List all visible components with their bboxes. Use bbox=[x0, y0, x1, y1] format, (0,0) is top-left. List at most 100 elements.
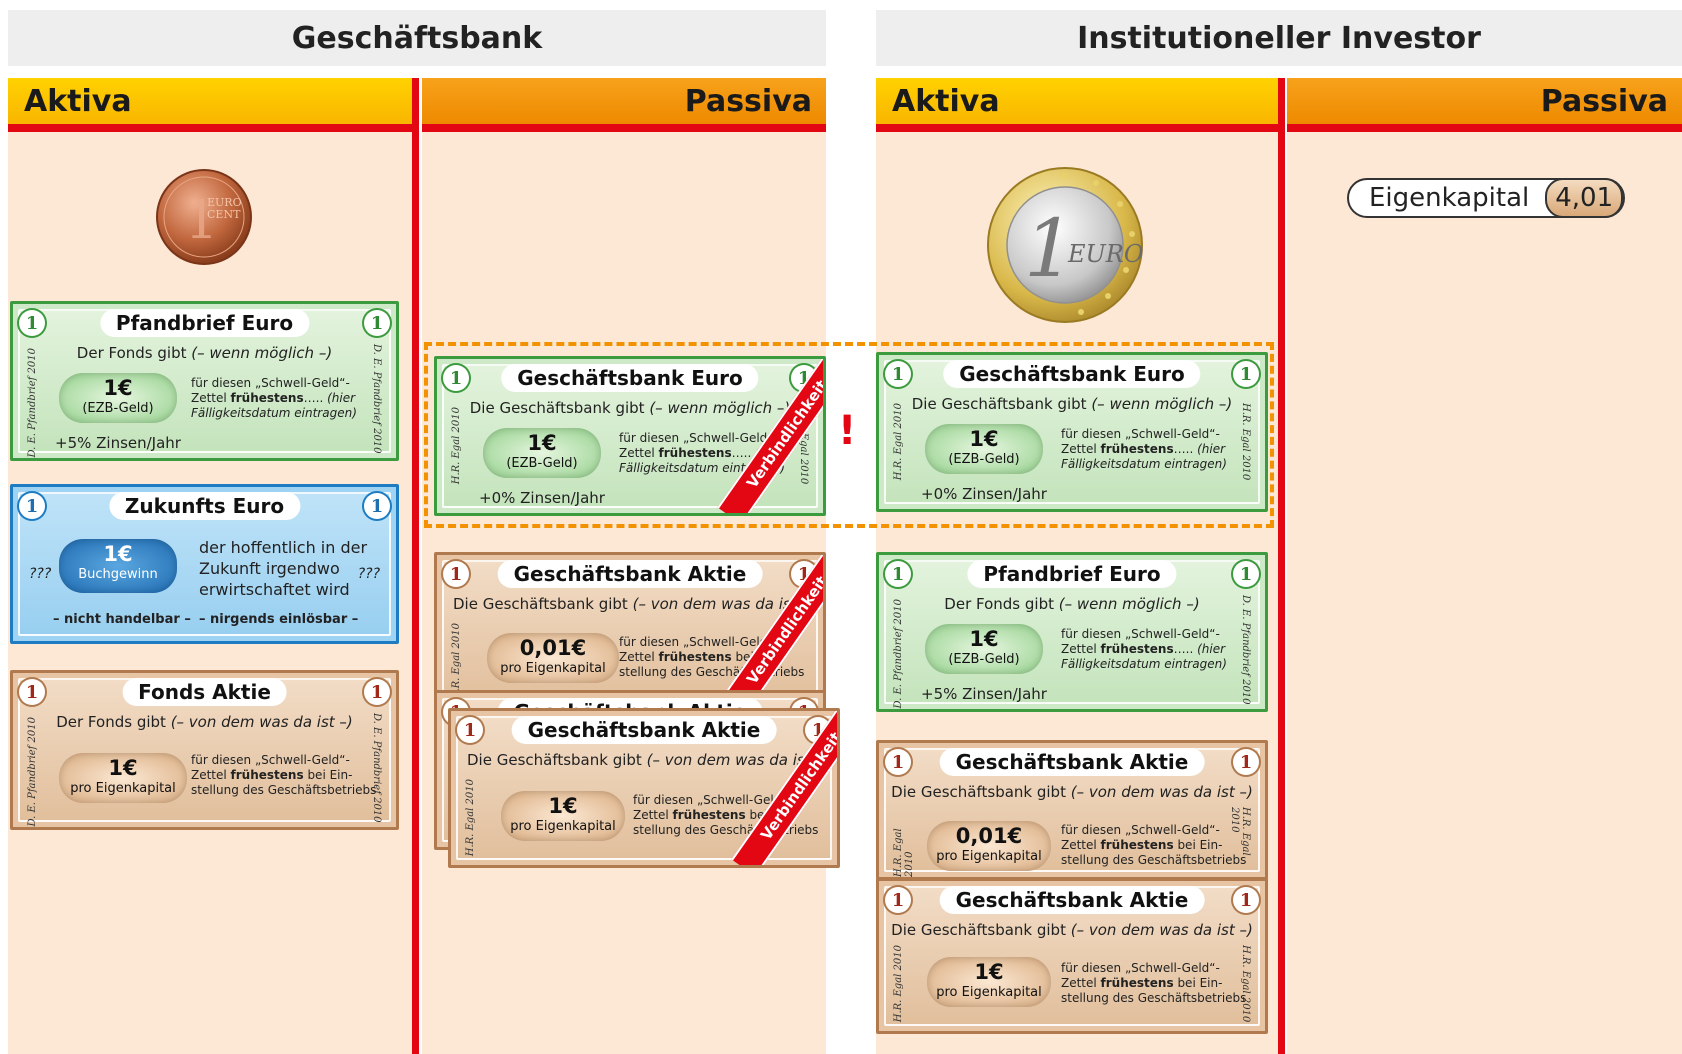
note-description: Die Geschäftsbank gibt (– von dem was da… bbox=[467, 751, 829, 769]
geschaeftsbank-aktie-note: 1 1 Geschäftsbank Aktie Die Geschäftsban… bbox=[448, 708, 840, 868]
fonds-aktie-note: 1 1 Fonds Aktie Der Fonds gibt (– von de… bbox=[10, 670, 399, 830]
note-number: 1 bbox=[364, 310, 390, 336]
note-description: Die Geschäftsbank gibt (– von dem was da… bbox=[891, 783, 1253, 801]
note-number: 1 bbox=[885, 361, 911, 387]
signature: H.R. Egal 2010 bbox=[1240, 945, 1251, 1023]
note-fine-print: für diesen „Schwell-Geld“- Zettel frühes… bbox=[1061, 427, 1227, 471]
header-title: Institutioneller Investor bbox=[1077, 20, 1481, 56]
note-number: 1 bbox=[1233, 361, 1259, 387]
svg-text:CENT: CENT bbox=[207, 208, 241, 221]
note-number: 1 bbox=[885, 749, 911, 775]
note-number: 1 bbox=[457, 717, 483, 743]
note-title: Geschäftsbank Aktie bbox=[497, 560, 763, 588]
right-aktiva-head: Aktiva bbox=[876, 78, 1280, 132]
passiva-label: Passiva bbox=[684, 83, 812, 119]
value-pill: 1€pro Eigenkapital bbox=[501, 791, 625, 841]
note-text: der hoffentlich in der Zukunft irgendwo … bbox=[199, 538, 368, 599]
passiva-label: Passiva bbox=[1540, 83, 1668, 119]
note-number: 1 bbox=[443, 561, 469, 587]
signature: D. E. Pfandbrief 2010 bbox=[371, 344, 382, 454]
note-number: 1 bbox=[19, 493, 45, 519]
note-number: 1 bbox=[885, 561, 911, 587]
pfandbrief-euro-note: 1 1 Pfandbrief Euro Der Fonds gibt (– we… bbox=[876, 552, 1268, 712]
note-fine-print: für diesen „Schwell-Geld“- Zettel frühes… bbox=[191, 376, 357, 420]
note-number: 1 bbox=[1233, 561, 1259, 587]
note-title: Pfandbrief Euro bbox=[99, 309, 310, 337]
interest-rate: +5% Zinsen/Jahr bbox=[921, 685, 1047, 703]
exclamation-mark: ! bbox=[838, 408, 857, 454]
divider-left bbox=[412, 78, 419, 1054]
right-passiva-head: Passiva bbox=[1287, 78, 1682, 132]
note-fine-print: für diesen „Schwell-Geld“- Zettel frühes… bbox=[191, 753, 377, 797]
value-pill: 0,01€pro Eigenkapital bbox=[487, 633, 619, 683]
value-pill: 1€(EZB-Geld) bbox=[59, 373, 177, 423]
note-footer: – nirgends einlösbar – bbox=[199, 612, 359, 627]
signature: D. E. Pfandbrief 2010 bbox=[371, 713, 382, 823]
geschaeftsbank-euro-note: 1 1 Geschäftsbank Euro Die Geschäftsbank… bbox=[876, 352, 1268, 512]
note-fine-print: für diesen „Schwell-Geld“- Zettel frühes… bbox=[1061, 823, 1247, 867]
signature: H.R. Egal 2010 bbox=[798, 407, 809, 485]
header-investor: Institutioneller Investor bbox=[876, 10, 1682, 66]
left-edge bbox=[0, 132, 8, 1054]
divider-right bbox=[1278, 78, 1285, 1054]
interest-rate: +5% Zinsen/Jahr bbox=[55, 434, 181, 452]
signature: H.R. Egal 2010 bbox=[893, 945, 904, 1023]
signature: H.R. Egal 2010 bbox=[893, 828, 915, 877]
signature: D. E. Pfandbrief 2010 bbox=[27, 717, 38, 827]
note-description: Der Fonds gibt (– wenn möglich –) bbox=[76, 344, 333, 362]
note-title: Geschäftsbank Euro bbox=[501, 364, 759, 392]
note-description: Die Geschäftsbank gibt (– von dem was da… bbox=[891, 921, 1253, 939]
left-aktiva-head: Aktiva bbox=[8, 78, 415, 132]
euro-coin-icon: 1 EURO bbox=[987, 167, 1144, 323]
value-pill: 1€(EZB-Geld) bbox=[925, 624, 1043, 674]
signature: H.R. Egal 2010 bbox=[465, 779, 476, 857]
note-title: Geschäftsbank Aktie bbox=[511, 716, 777, 744]
left-passiva-head: Passiva bbox=[422, 78, 826, 132]
aktiva-label: Aktiva bbox=[24, 83, 132, 119]
question-marks: ??? bbox=[357, 566, 380, 582]
svg-text:1: 1 bbox=[1024, 202, 1075, 295]
note-title: Geschäftsbank Aktie bbox=[939, 886, 1205, 914]
question-marks: ??? bbox=[29, 566, 52, 582]
note-number: 1 bbox=[443, 365, 469, 391]
note-title: Geschäftsbank Euro bbox=[943, 360, 1201, 388]
signature: H.R. Egal 2010 bbox=[451, 407, 462, 485]
eigenkapital-label: Eigenkapital bbox=[1369, 183, 1530, 213]
note-title: Fonds Aktie bbox=[122, 678, 287, 706]
note-number: 1 bbox=[364, 679, 390, 705]
value-pill: 1€pro Eigenkapital bbox=[927, 957, 1051, 1007]
value-pill: 0,01€pro Eigenkapital bbox=[927, 821, 1051, 871]
note-title: Geschäftsbank Aktie bbox=[939, 748, 1205, 776]
value-pill: 1€(EZB-Geld) bbox=[483, 428, 601, 478]
geschaeftsbank-aktie-note: 1 1 Geschäftsbank Aktie Die Geschäftsban… bbox=[876, 878, 1268, 1034]
note-number: 1 bbox=[1233, 887, 1259, 913]
value-pill: 1€pro Eigenkapital bbox=[59, 753, 187, 803]
geschaeftsbank-euro-note: 1 1 Geschäftsbank Euro Die Geschäftsbank… bbox=[434, 356, 826, 516]
note-number: 1 bbox=[1233, 749, 1259, 775]
signature: D. E. Pfandbrief 2010 bbox=[893, 599, 904, 709]
signature: H.R. Egal 2010 bbox=[1229, 807, 1251, 856]
value-pill: 1€Buchgewinn bbox=[59, 539, 177, 593]
pfandbrief-euro-note: 1 1 Pfandbrief Euro Der Fonds gibt (– we… bbox=[10, 301, 399, 461]
signature: D. E. Pfandbrief 2010 bbox=[27, 348, 38, 458]
cent-coin-icon: 1 EURO CENT bbox=[156, 169, 252, 265]
note-fine-print: für diesen „Schwell-Geld“- Zettel frühes… bbox=[1061, 961, 1247, 1005]
svg-text:1: 1 bbox=[185, 191, 218, 251]
highlight-box bbox=[424, 342, 1274, 528]
interest-rate: +0% Zinsen/Jahr bbox=[921, 485, 1047, 503]
note-footer: – nicht handelbar – bbox=[53, 612, 191, 627]
signature: H.R. Egal 2010 bbox=[1240, 403, 1251, 481]
zukunfts-euro-note: 1 1 Zukunfts Euro ??? ??? 1€Buchgewinn d… bbox=[10, 484, 399, 644]
note-number: 1 bbox=[19, 310, 45, 336]
note-description: Die Geschäftsbank gibt (– wenn möglich –… bbox=[469, 399, 791, 417]
note-description: Die Geschäftsbank gibt (– von dem was da… bbox=[453, 595, 815, 613]
interest-rate: +0% Zinsen/Jahr bbox=[479, 489, 605, 507]
note-number: 1 bbox=[364, 493, 390, 519]
note-description: Der Fonds gibt (– von dem was da ist –) bbox=[56, 713, 353, 731]
svg-text:EURO: EURO bbox=[207, 196, 242, 209]
eigenkapital-pill: Eigenkapital 4,01 bbox=[1347, 178, 1626, 218]
geschaeftsbank-aktie-note: 1 1 Geschäftsbank Aktie Die Geschäftsban… bbox=[876, 740, 1268, 880]
geschaeftsbank-aktie-note: 1 1 Geschäftsbank Aktie Die Geschäftsban… bbox=[434, 552, 826, 712]
header-title: Geschäftsbank bbox=[291, 20, 543, 56]
note-fine-print: für diesen „Schwell-Geld“- Zettel frühes… bbox=[1061, 627, 1227, 671]
